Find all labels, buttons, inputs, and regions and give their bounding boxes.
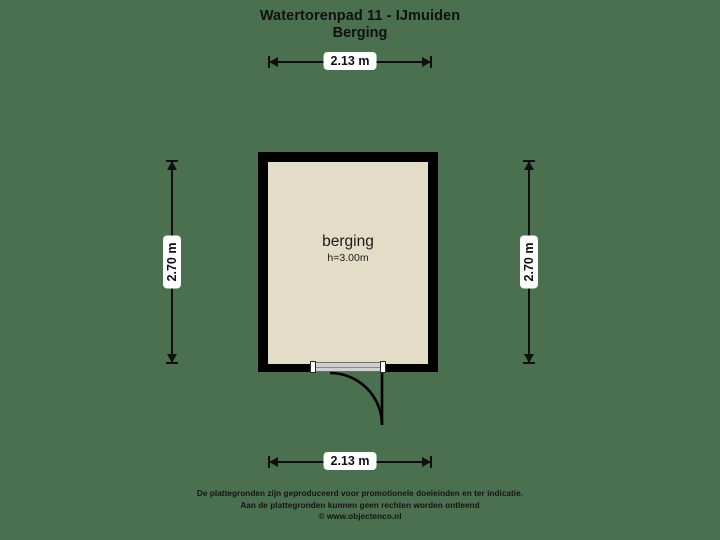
- disclaimer-footer: De plattegronden zijn geproduceerd voor …: [0, 488, 720, 523]
- dimension-arrow-end-icon: [422, 457, 431, 467]
- dimension-arrow-start-icon: [167, 161, 177, 170]
- disclaimer-line-1: De plattegronden zijn geproduceerd voor …: [196, 489, 524, 498]
- room-label-berging: berging h=3.00m: [268, 232, 428, 266]
- plan-name: Berging: [332, 25, 388, 41]
- dimension-cap-end: [523, 362, 535, 364]
- dimension-arrow-start-icon: [269, 457, 278, 467]
- room-floor-berging: [268, 162, 428, 364]
- dimension-left-label: 2.70 m: [163, 235, 181, 289]
- dimension-arrow-start-icon: [269, 57, 278, 67]
- dimension-right: 2.70 m: [520, 160, 538, 364]
- copyright-line: © www.objectenco.nl: [318, 512, 402, 521]
- room-name-text: berging: [322, 233, 374, 250]
- plan-address: Watertorenpad 11 - IJmuiden: [259, 8, 461, 24]
- disclaimer-line-2: Aan de plattegronden kunnen geen rechten…: [240, 500, 480, 510]
- dimension-arrow-end-icon: [167, 354, 177, 363]
- dimension-arrow-start-icon: [524, 161, 534, 170]
- dimension-left: 2.70 m: [163, 160, 181, 364]
- dimension-cap-end: [166, 362, 178, 364]
- dimension-bottom: 2.13 m: [268, 452, 432, 471]
- room-height-text: h=3.00m: [327, 252, 369, 264]
- door-threshold: [312, 362, 386, 372]
- dimension-top-label: 2.13 m: [323, 52, 377, 70]
- dimension-arrow-end-icon: [422, 57, 431, 67]
- dimension-cap-end: [430, 56, 432, 68]
- dimension-top: 2.13 m: [268, 52, 432, 71]
- plan-title-block: Watertorenpad 11 - IJmuiden Berging: [0, 8, 720, 42]
- dimension-cap-end: [430, 456, 432, 468]
- dimension-arrow-end-icon: [524, 354, 534, 363]
- door-jamb-left: [310, 361, 316, 373]
- door-jamb-right: [380, 361, 386, 373]
- dimension-right-label: 2.70 m: [520, 235, 538, 289]
- dimension-bottom-label: 2.13 m: [323, 452, 377, 470]
